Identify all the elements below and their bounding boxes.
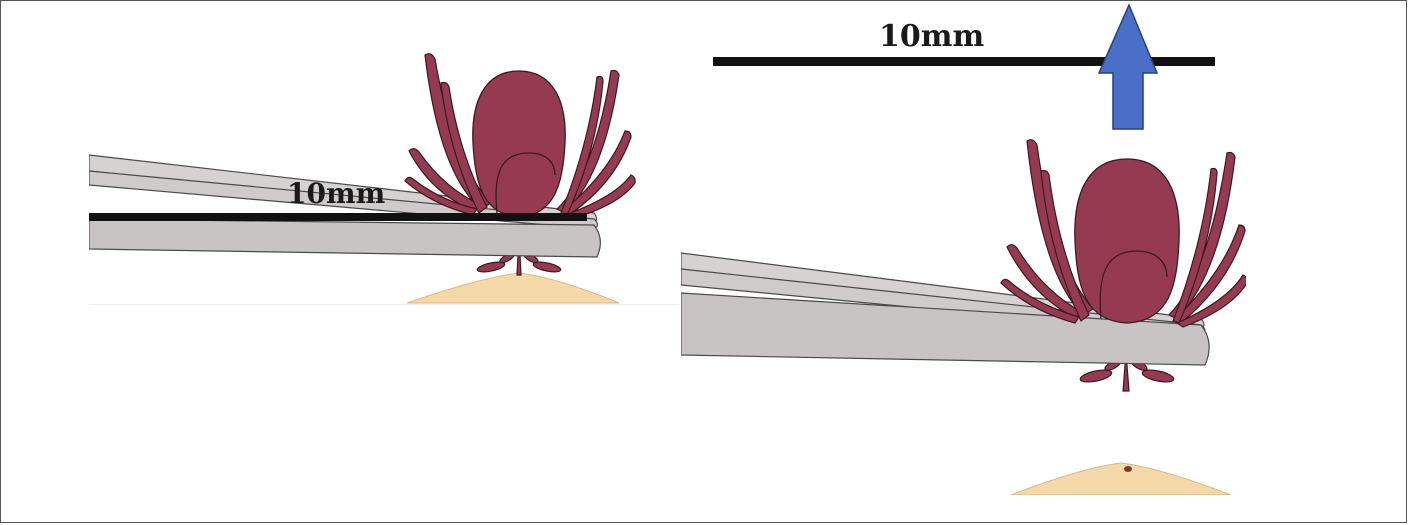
pull-up-arrow-icon bbox=[1099, 5, 1157, 129]
bite-mark bbox=[1124, 466, 1132, 472]
scale-bar bbox=[89, 213, 587, 221]
scale-bar-label: 10mm bbox=[879, 19, 984, 54]
scale-bar-label: 10mm bbox=[287, 177, 385, 210]
detached-illustration: 10mm bbox=[681, 3, 1246, 495]
attached-illustration: 10mm bbox=[89, 3, 679, 305]
panel-detached: 10mm bbox=[681, 3, 1246, 495]
panel-attached: 10mm bbox=[89, 3, 679, 305]
skin-mound bbox=[407, 273, 619, 303]
tick-body bbox=[1075, 159, 1179, 323]
tick-body bbox=[473, 71, 565, 217]
skin-mound bbox=[1011, 463, 1231, 495]
